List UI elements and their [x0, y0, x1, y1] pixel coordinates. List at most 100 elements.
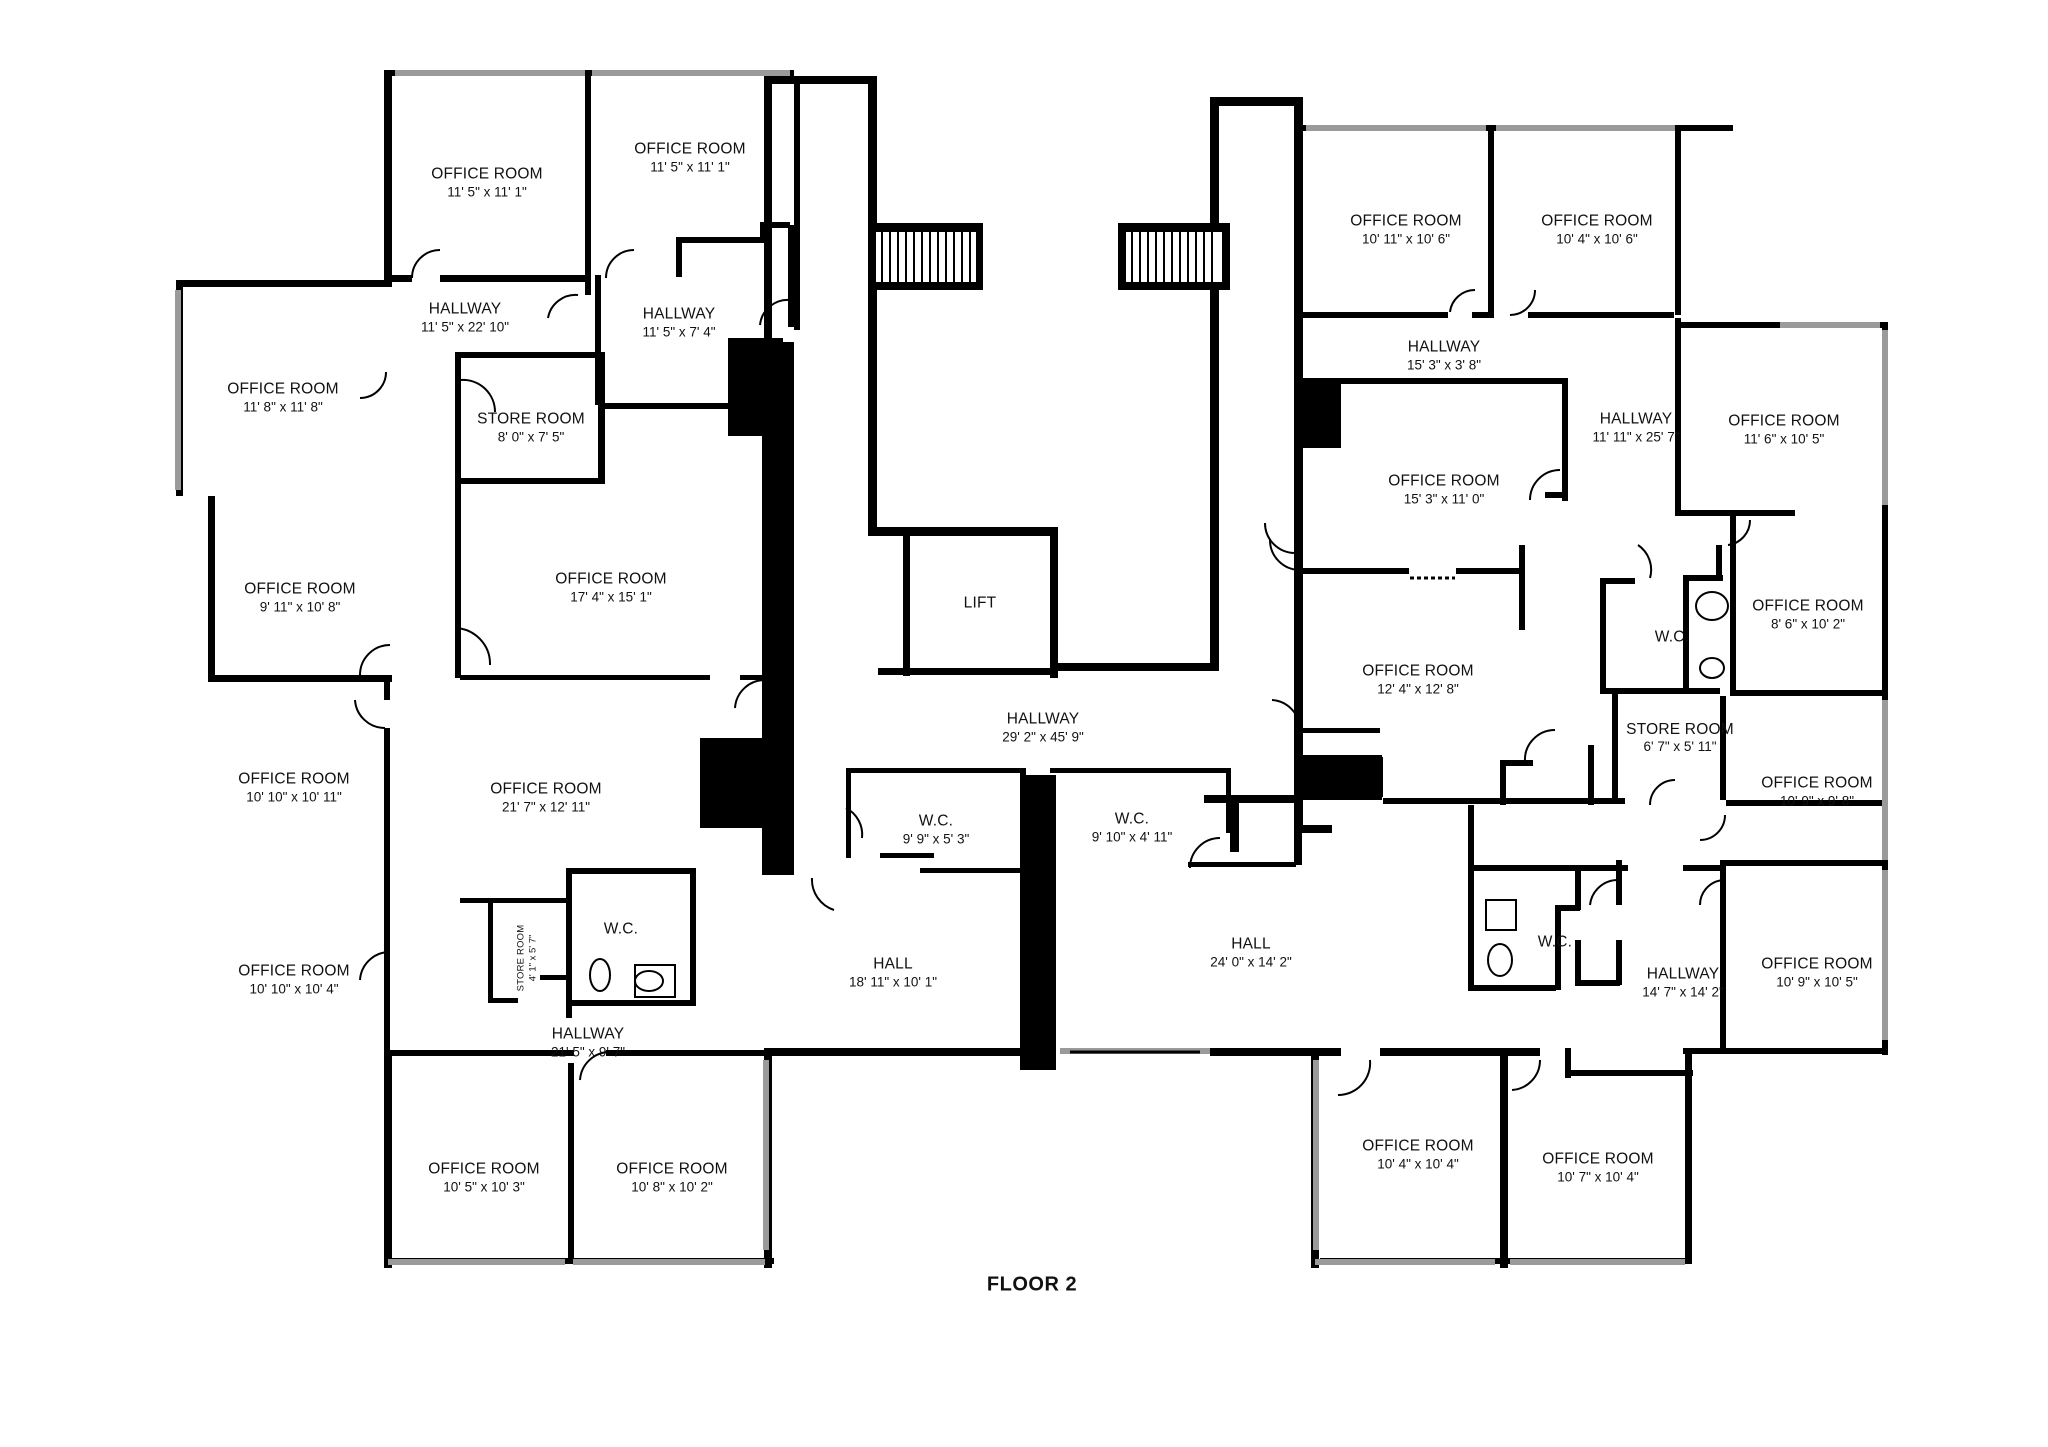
room-name: HALLWAY — [1599, 410, 1673, 428]
room-dimensions: 12' 4" x 12' 8" — [1377, 681, 1459, 697]
room-label-hallway-3: HALLWAY 21' 5" x 9' 7" — [551, 1025, 625, 1060]
room-dimensions: 11' 8" x 11' 8" — [243, 399, 323, 415]
room-name: OFFICE ROOM — [1752, 597, 1864, 615]
room-dimensions: 6' 7" x 5' 11" — [1643, 738, 1717, 754]
room-label-store-1: STORE ROOM 8' 0" x 7' 5" — [477, 410, 585, 445]
room-label-office-12: OFFICE ROOM 10' 4" x 10' 6" — [1541, 212, 1653, 247]
room-name: STORE ROOM — [515, 924, 527, 992]
room-dimensions: 10' 8" x 10' 2" — [631, 1179, 713, 1195]
room-name: W.C. — [603, 920, 639, 938]
room-dimensions: 11' 5" x 22' 10" — [420, 319, 510, 335]
room-dimensions: 10' 10" x 10' 4" — [249, 981, 339, 997]
room-dimensions: 8' 0" x 7' 5" — [497, 429, 565, 445]
room-dimensions: 11' 5" x 11' 1" — [447, 184, 527, 200]
room-name: OFFICE ROOM — [490, 780, 602, 798]
room-label-office-14: OFFICE ROOM 15' 3" x 11' 0" — [1388, 472, 1500, 507]
room-label-wc-5: W.C. — [1538, 934, 1572, 953]
room-label-office-5: OFFICE ROOM 9' 11" x 10' 8" — [244, 580, 356, 615]
room-name: OFFICE ROOM — [428, 1160, 540, 1178]
room-name: OFFICE ROOM — [1541, 212, 1653, 230]
windows — [175, 70, 1888, 1265]
room-label-office-6: OFFICE ROOM 21' 7" x 12' 11" — [490, 780, 602, 815]
room-label-wc-2: W.C. 9' 10" x 4' 11" — [1092, 810, 1173, 845]
room-dimensions: 11' 11" x 25' 7" — [1592, 429, 1680, 445]
room-dimensions: 15' 3" x 3' 8" — [1406, 357, 1482, 373]
room-label-wc-1: W.C. 9' 9" x 5' 3" — [903, 812, 970, 847]
room-name: OFFICE ROOM — [1350, 212, 1462, 230]
room-name: HALL — [1231, 935, 1271, 953]
room-dimensions: 18' 11" x 10' 1" — [848, 974, 938, 990]
lift-shaft — [878, 528, 1058, 678]
room-name: HALLWAY — [428, 300, 502, 318]
room-dimensions: 10' 4" x 10' 4" — [1377, 1156, 1459, 1172]
room-name: OFFICE ROOM — [1761, 774, 1873, 792]
room-label-store-3: STORE ROOM 6' 7" x 5' 11" — [1626, 721, 1734, 755]
room-label-store-2: STORE ROOM 4' 1" x 5' 7" — [515, 925, 538, 992]
room-dimensions: 24' 0" x 14' 2" — [1210, 954, 1292, 970]
room-name: HALLWAY — [1646, 965, 1720, 983]
room-label-hallway-5: HALLWAY 11' 11" x 25' 7" — [1592, 410, 1679, 445]
room-name: LIFT — [963, 594, 997, 612]
room-name: HALL — [873, 955, 913, 973]
room-name: W.C. — [1114, 810, 1150, 828]
room-name: OFFICE ROOM — [1728, 412, 1840, 430]
room-name: OFFICE ROOM — [1388, 472, 1500, 490]
room-label-office-8: OFFICE ROOM 10' 10" x 10' 4" — [238, 962, 350, 997]
fixtures — [589, 591, 1729, 998]
room-dimensions: 10' 9" x 10' 5" — [1776, 974, 1858, 990]
central-walls — [846, 725, 1692, 1268]
room-label-office-17: OFFICE ROOM 10' 9" x 9' 8" — [1761, 774, 1873, 809]
room-dimensions: 10' 10" x 10' 11" — [246, 789, 342, 805]
room-name: HALLWAY — [1407, 338, 1481, 356]
room-label-office-4: OFFICE ROOM 17' 4" x 15' 1" — [555, 570, 667, 605]
room-label-main-hallway: HALLWAY 29' 2" x 45' 9" — [1002, 710, 1084, 745]
room-name: W.C. — [1654, 628, 1690, 646]
room-dimensions: 11' 5" x 7' 4" — [642, 324, 716, 340]
room-label-office-11: OFFICE ROOM 10' 11" x 10' 6" — [1350, 212, 1462, 247]
room-label-office-3: OFFICE ROOM 11' 8" x 11' 8" — [227, 380, 339, 415]
room-label-office-13: OFFICE ROOM 11' 6" x 10' 5" — [1728, 412, 1840, 447]
room-name: W.C. — [918, 812, 954, 830]
room-dimensions: 10' 5" x 10' 3" — [443, 1179, 525, 1195]
room-dimensions: 29' 2" x 45' 9" — [1002, 729, 1084, 745]
room-label-wc-3: W.C. — [604, 921, 638, 940]
room-name: W.C. — [1537, 933, 1573, 951]
room-name: OFFICE ROOM — [238, 770, 350, 788]
room-label-office-18: OFFICE ROOM 10' 9" x 10' 5" — [1761, 955, 1873, 990]
room-dimensions: 17' 4" x 15' 1" — [570, 589, 652, 605]
room-label-office-2: OFFICE ROOM 11' 5" x 11' 1" — [634, 140, 746, 175]
room-label-office-1: OFFICE ROOM 11' 5" x 11' 1" — [431, 165, 543, 200]
room-name: OFFICE ROOM — [1542, 1150, 1654, 1168]
room-dimensions: 14' 7" x 14' 2" — [1642, 984, 1724, 1000]
room-dimensions: 9' 9" x 5' 3" — [902, 831, 970, 847]
room-label-hallway-6: HALLWAY 14' 7" x 14' 2" — [1642, 965, 1724, 1000]
room-dimensions: 10' 9" x 9' 8" — [1779, 793, 1855, 809]
room-name: HALLWAY — [642, 305, 716, 323]
room-dimensions: 21' 5" x 9' 7" — [550, 1044, 626, 1060]
room-dimensions: 11' 5" x 11' 1" — [650, 159, 730, 175]
room-label-hall-2: HALL 24' 0" x 14' 2" — [1210, 935, 1292, 970]
room-name: HALLWAY — [1006, 710, 1080, 728]
room-name: OFFICE ROOM — [227, 380, 339, 398]
room-label-office-10: OFFICE ROOM 10' 8" x 10' 2" — [616, 1160, 728, 1195]
room-dimensions: 21' 7" x 12' 11" — [501, 799, 591, 815]
room-name: OFFICE ROOM — [238, 962, 350, 980]
room-name: OFFICE ROOM — [634, 140, 746, 158]
room-dimensions: 9' 10" x 4' 11" — [1091, 829, 1173, 845]
room-label-hallway-2: HALLWAY 11' 5" x 7' 4" — [642, 305, 715, 340]
room-label-wc-4: W.C. — [1655, 629, 1689, 648]
room-label-office-16: OFFICE ROOM 12' 4" x 12' 8" — [1362, 662, 1474, 697]
room-dimensions: 10' 4" x 10' 6" — [1556, 231, 1638, 247]
room-name: HALLWAY — [551, 1025, 625, 1043]
room-label-hallway-1: HALLWAY 11' 5" x 22' 10" — [421, 300, 509, 335]
room-label-office-15: OFFICE ROOM 8' 6" x 10' 2" — [1752, 597, 1864, 632]
room-dimensions: 9' 11" x 10' 8" — [259, 599, 341, 615]
room-dimensions: 10' 7" x 10' 4" — [1557, 1169, 1639, 1185]
room-dimensions: 11' 6" x 10' 5" — [1743, 431, 1825, 447]
room-dimensions: 10' 11" x 10' 6" — [1361, 231, 1451, 247]
doors — [354, 249, 1752, 1097]
stairs — [868, 223, 1230, 290]
room-label-office-7: OFFICE ROOM 10' 10" x 10' 11" — [238, 770, 350, 805]
room-name: STORE ROOM — [477, 410, 585, 428]
